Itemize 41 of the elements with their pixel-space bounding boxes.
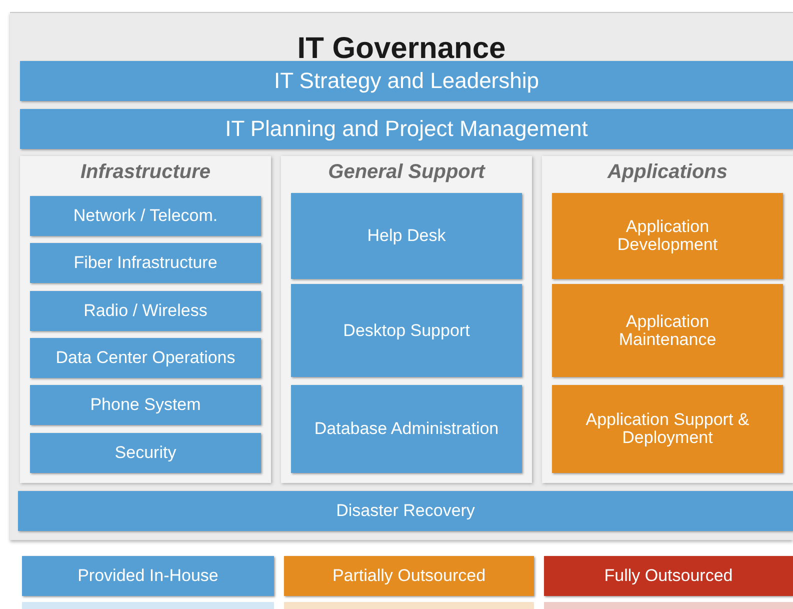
legend-label: Fully Outsourced	[604, 566, 733, 586]
service-box	[30, 385, 261, 426]
box-label: Desktop Support	[342, 322, 471, 340]
service-box	[552, 284, 783, 377]
box-label: Application Development	[616, 218, 719, 254]
box-label: Application Maintenance	[618, 312, 718, 348]
service-box	[20, 109, 793, 149]
box-label: Radio / Wireless	[82, 302, 208, 320]
service-box	[20, 61, 793, 101]
service-box	[291, 284, 522, 377]
box-label: Phone System	[89, 396, 202, 414]
service-box	[30, 243, 261, 284]
box-label: IT Strategy and Leadership	[273, 69, 540, 93]
service-box	[18, 491, 793, 531]
box-label: Application Support & Deployment	[584, 411, 750, 447]
box-label: Help Desk	[366, 227, 447, 245]
box-label: Disaster Recovery	[335, 502, 476, 520]
column-heading: General Support	[327, 162, 486, 183]
legend-label: Provided In-House	[78, 566, 218, 586]
service-box	[291, 385, 522, 473]
service-box	[30, 432, 261, 472]
box-label: IT Planning and Project Management	[224, 117, 589, 141]
category-panel	[542, 156, 793, 483]
column-heading: Applications	[606, 162, 728, 183]
service-box	[552, 385, 783, 473]
legend-label: Partially Outsourced	[332, 566, 486, 586]
service-box	[291, 193, 522, 279]
box-label: Security	[114, 444, 178, 462]
service-box	[30, 196, 261, 236]
service-box	[552, 193, 783, 279]
title: IT Governance	[296, 33, 507, 64]
box-label: Fiber Infrastructure	[72, 254, 218, 272]
box-label: Database Administration	[313, 420, 500, 438]
category-panel	[20, 156, 271, 483]
governance-panel	[10, 12, 793, 540]
service-box	[30, 290, 261, 331]
column-heading: Infrastructure	[79, 162, 212, 183]
service-box	[30, 338, 261, 378]
category-panel	[281, 156, 532, 483]
box-label: Data Center Operations	[54, 348, 236, 367]
box-label: Network / Telecom.	[72, 207, 219, 225]
